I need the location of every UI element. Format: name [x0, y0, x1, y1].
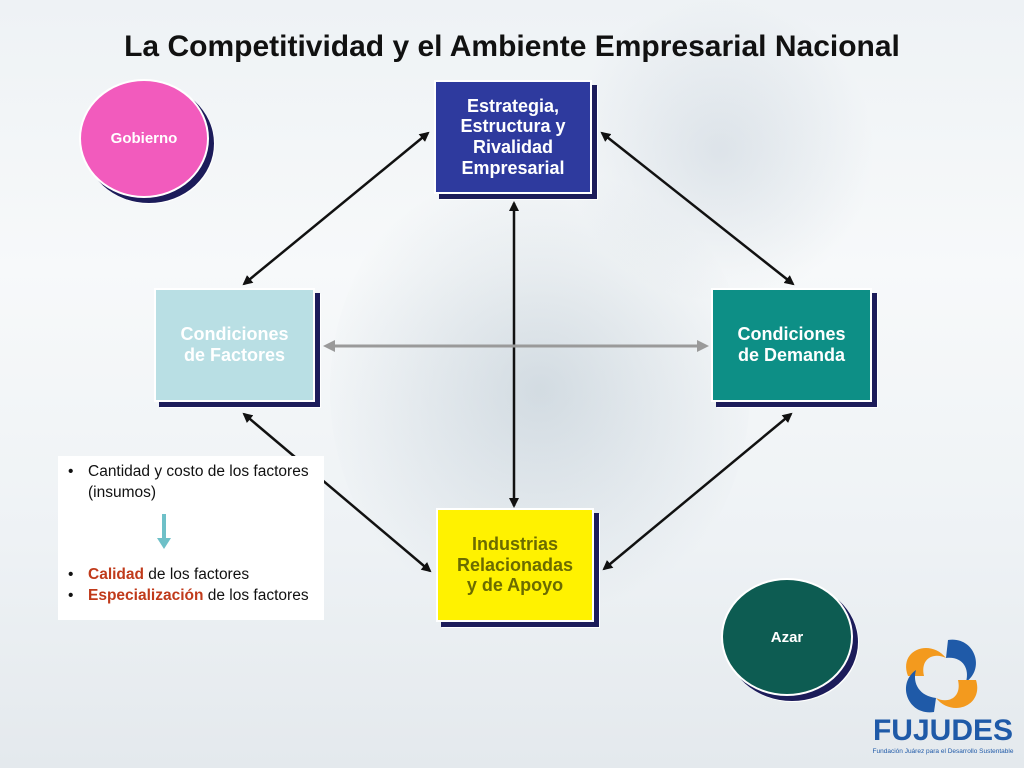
- demand-label: Condiciones de Demanda: [737, 324, 846, 365]
- notes-highlight: Especialización: [88, 586, 204, 604]
- logo-name: FUJUDES: [872, 714, 1014, 747]
- industries-label: Industrias Relacionadas y de Apoyo: [456, 533, 574, 596]
- strategy-label: Estrategia, Estructura y Rivalidad Empre…: [460, 95, 566, 178]
- notes-item-text: de los factores: [203, 586, 309, 604]
- notes-item: •Especialización de los factores: [68, 586, 309, 604]
- logo-mark-icon: [905, 639, 978, 713]
- chance-label: Azar: [770, 628, 804, 646]
- government-circle: Gobierno: [79, 79, 209, 198]
- logo-tagline: Fundación Juárez para el Desarrollo Sust…: [872, 748, 1014, 755]
- down-arrow-icon: [157, 513, 171, 549]
- arrow-strategy-demand: [600, 131, 795, 286]
- government-label: Gobierno: [110, 130, 178, 147]
- notes-item-text: de los factores: [143, 565, 250, 583]
- factors-box: Condiciones de Factores: [154, 288, 315, 402]
- chance-circle: Azar: [721, 578, 853, 696]
- fujudes-logo: FUJUDES Fundación Juárez para el Desarro…: [868, 636, 1018, 764]
- page-title: La Competitividad y el Ambiente Empresar…: [124, 30, 900, 63]
- notes-highlight: Calidad: [88, 565, 144, 583]
- strategy-box: Estrategia, Estructura y Rivalidad Empre…: [434, 80, 592, 194]
- demand-box: Condiciones de Demanda: [711, 288, 872, 402]
- industries-box: Industrias Relacionadas y de Apoyo: [436, 508, 594, 622]
- arrow-factors-strategy: [242, 131, 430, 286]
- notes-item-text: Cantidad y costo de los factores (insumo…: [88, 463, 309, 501]
- factors-label: Condiciones de Factores: [180, 324, 289, 365]
- arrow-factors-industries: [242, 412, 432, 573]
- factors-notes-panel: •Cantidad y costo de los factores (insum…: [58, 456, 324, 620]
- notes-item: •Calidad de los factores: [68, 565, 250, 583]
- arrow-demand-industries: [602, 412, 793, 571]
- notes-item: •Cantidad y costo de los factores (insum…: [68, 462, 316, 504]
